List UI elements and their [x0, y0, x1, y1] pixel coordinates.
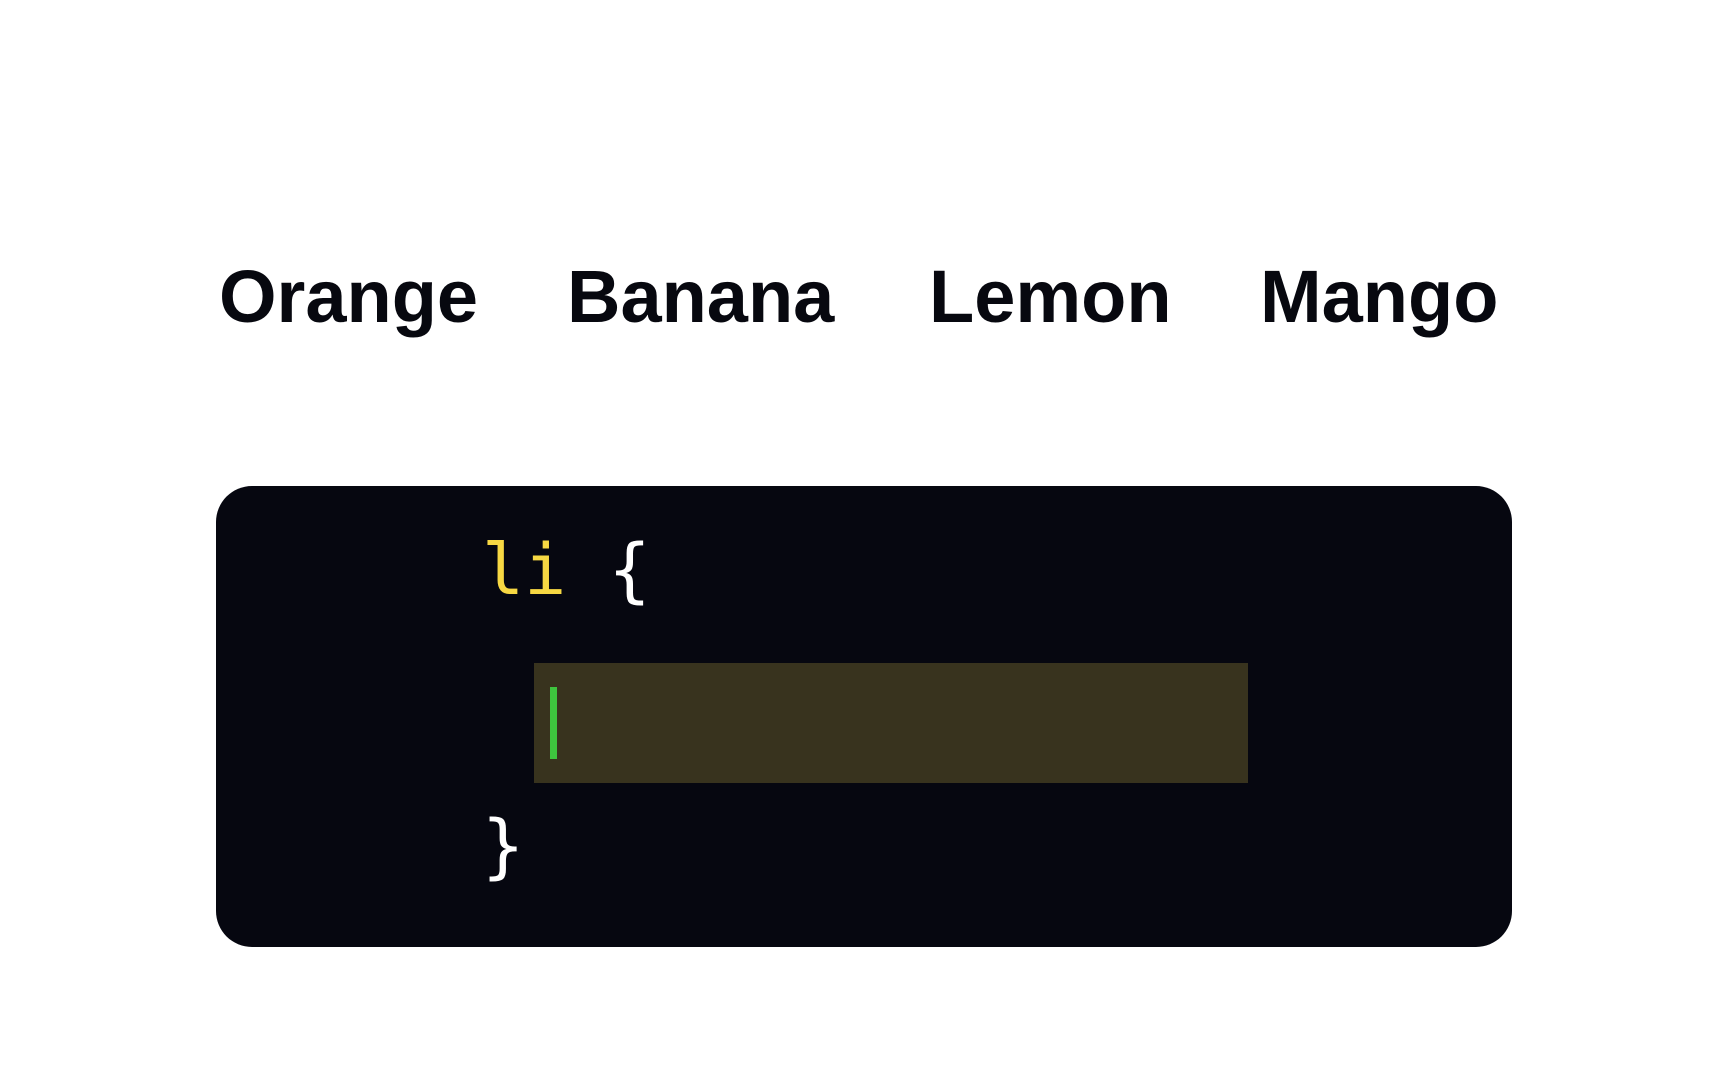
fruit-item-orange: Orange [219, 255, 479, 338]
fruit-item-mango: Mango [1260, 255, 1499, 338]
fruit-item-lemon: Lemon [929, 255, 1172, 338]
code-line-selector: li { [482, 530, 651, 610]
css-declaration-input[interactable] [534, 663, 1248, 783]
close-brace: } [482, 805, 525, 887]
text-cursor [550, 687, 557, 759]
fruit-item-banana: Banana [567, 255, 835, 338]
code-line-close: } [482, 806, 524, 886]
css-code-editor: li { } [216, 486, 1512, 947]
open-brace: { [566, 529, 651, 611]
css-selector: li [482, 529, 567, 611]
